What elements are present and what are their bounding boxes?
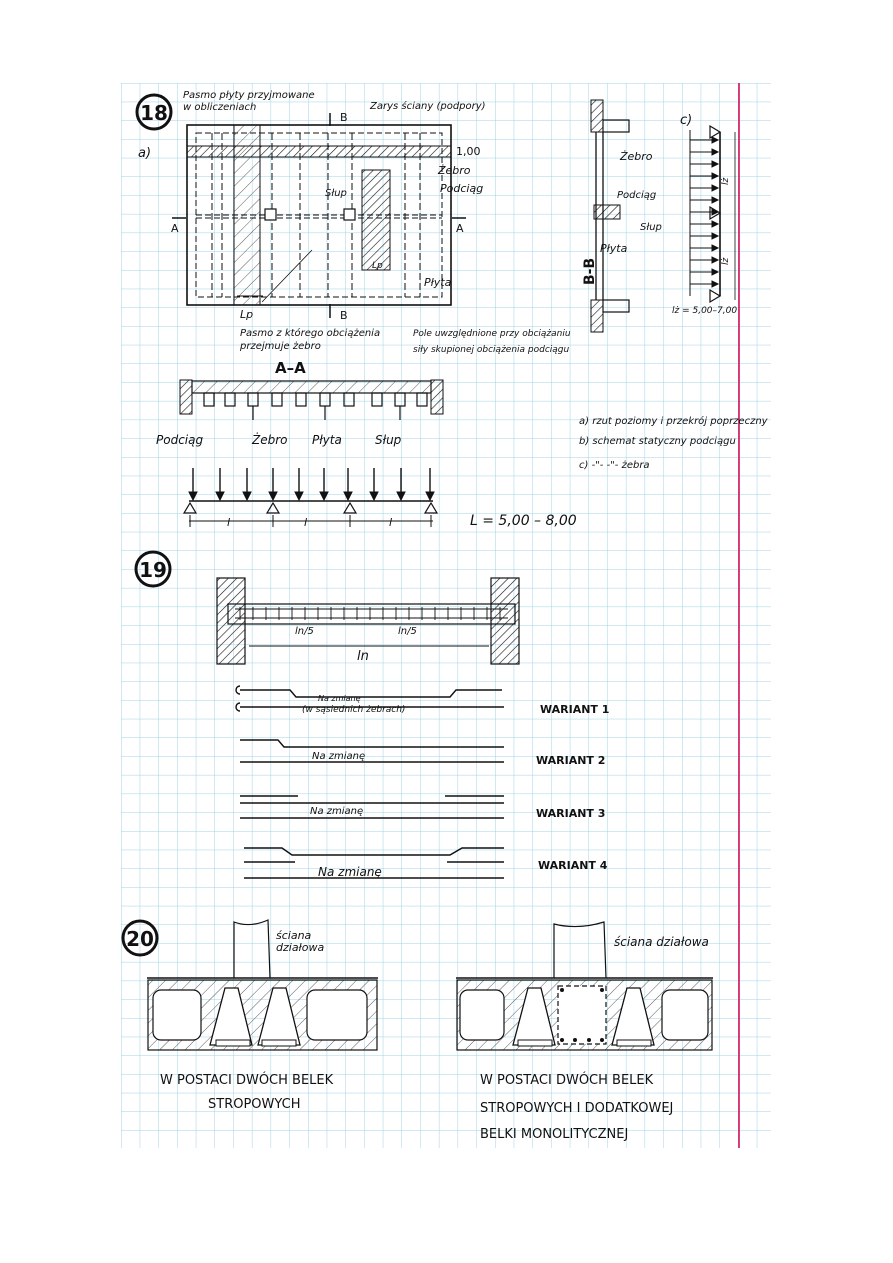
caption-left-2: STROPOWYCH — [208, 1097, 300, 1112]
rib-label-plan: Żebro — [437, 164, 471, 177]
lz-range: lż = 5,00–7,00 — [672, 306, 737, 316]
lp-label: Lp — [240, 308, 253, 321]
section-20-number: 20 — [126, 927, 154, 951]
variant-3-label: WARIANT 3 — [536, 807, 605, 820]
aa-column-label: Słup — [375, 433, 402, 447]
variant-2-label: WARIANT 2 — [536, 754, 605, 767]
wall-right-label: ściana działowa — [614, 935, 709, 949]
section-mark-b-bottom: B — [340, 309, 348, 322]
section-mark-a-right: A — [456, 222, 464, 235]
plan-view — [172, 124, 466, 318]
dim-100: 1,00 — [456, 145, 481, 158]
variant-2-bars — [240, 739, 504, 763]
ln-label: ln — [357, 649, 369, 664]
bb-slab-label: Płyta — [600, 242, 628, 255]
section-19-number: 19 — [139, 558, 167, 582]
section-mark-a-left: A — [171, 222, 179, 235]
variant-4-label: WARIANT 4 — [538, 859, 608, 872]
section-bb-label: B-B — [582, 258, 598, 285]
caption-right-1: W POSTACI DWÓCH BELEK — [480, 1072, 654, 1088]
ln5-left: ln/5 — [295, 626, 314, 637]
legend-a: a) rzut poziomy i przekrój poprzeczny — [579, 415, 769, 427]
section-18: 18 a) Pasmo płyty przyjmowane w obliczen… — [135, 90, 769, 529]
section-mark-b-top: B — [340, 111, 348, 124]
band-slab-note-1: Pasmo płyty przyjmowane — [183, 90, 315, 101]
slab-label-plan: Płyta — [424, 276, 452, 289]
lz-label-2: lż — [721, 257, 731, 265]
aa-girder-label: Podciąg — [156, 433, 203, 447]
rib-scheme — [689, 124, 736, 304]
aa-rib-label: Żebro — [251, 432, 288, 447]
wall-left-label-2: działowa — [276, 941, 324, 954]
variant-1-label: WARIANT 1 — [540, 703, 609, 716]
beam-span-2: l — [304, 516, 307, 529]
wall-left-label-1: ściana — [276, 929, 312, 942]
lz-label: lż — [721, 177, 731, 185]
variant-1-bars — [235, 685, 504, 712]
band-rib-note-1: Pasmo z którego obciążenia — [240, 327, 380, 339]
beam-span-1: l — [227, 516, 230, 529]
band-rib-note-2: przejmuje żebro — [239, 341, 321, 352]
lp-label-2: Lp — [372, 261, 383, 271]
ln5-right: ln/5 — [398, 626, 417, 637]
section-18-number: 18 — [140, 101, 168, 125]
section-19: 19 ln/5 ln/5 ln Na zmianę (w sąsiednich … — [134, 550, 609, 879]
bb-column-label: Słup — [640, 222, 662, 233]
field-note-1: Pole uwzględnione przy obciążaniu — [413, 329, 571, 339]
wall-outline-note: Zarys ściany (podpory) — [369, 100, 486, 112]
label-a: a) — [138, 146, 151, 161]
beam-span-3: l — [389, 516, 392, 529]
field-note-2: siły skupionej obciążenia podciągu — [413, 345, 570, 355]
variant-3-text: Na zmianę — [310, 806, 363, 817]
column-label-plan: Słup — [325, 188, 347, 199]
variant-1-text-2: (w sąsiednich żebrach) — [302, 705, 405, 715]
label-c: c) — [680, 113, 692, 128]
floor-detail-right — [456, 921, 713, 1051]
caption-left-1: W POSTACI DWÓCH BELEK — [160, 1072, 334, 1088]
girder-scheme — [182, 468, 439, 527]
band-slab-note-2: w obliczeniach — [183, 102, 256, 113]
aa-slab-label: Płyta — [312, 433, 342, 447]
legend-b: b) schemat statyczny podciągu — [579, 436, 736, 447]
variant-2-text: Na zmianę — [312, 751, 365, 762]
variant-1-text-1: Na zmianę — [318, 694, 361, 703]
legend-c: c) -"- -"- żebra — [579, 460, 650, 471]
caption-right-3: BELKI MONOLITYCZNEJ — [480, 1127, 628, 1142]
girder-label-plan: Podciąg — [440, 182, 483, 195]
bb-rib-label: Żebro — [619, 150, 653, 163]
variant-4-text: Na zmianę — [318, 865, 382, 879]
floor-detail-left — [147, 919, 378, 1051]
l-range: L = 5,00 – 8,00 — [470, 513, 577, 529]
section-aa-label: A–A — [275, 359, 306, 377]
section-bb — [590, 99, 630, 333]
variant-3-bars — [240, 795, 504, 819]
variant-4-bars — [244, 847, 504, 879]
section-aa — [179, 379, 444, 420]
section-20: 20 ściana działowa W POSTACI DWÓCH BELEK… — [121, 919, 713, 1142]
rib-span-drawing — [216, 577, 520, 665]
caption-right-2: STROPOWYCH I DODATKOWEJ — [480, 1101, 673, 1116]
bb-girder-label: Podciąg — [617, 190, 656, 201]
